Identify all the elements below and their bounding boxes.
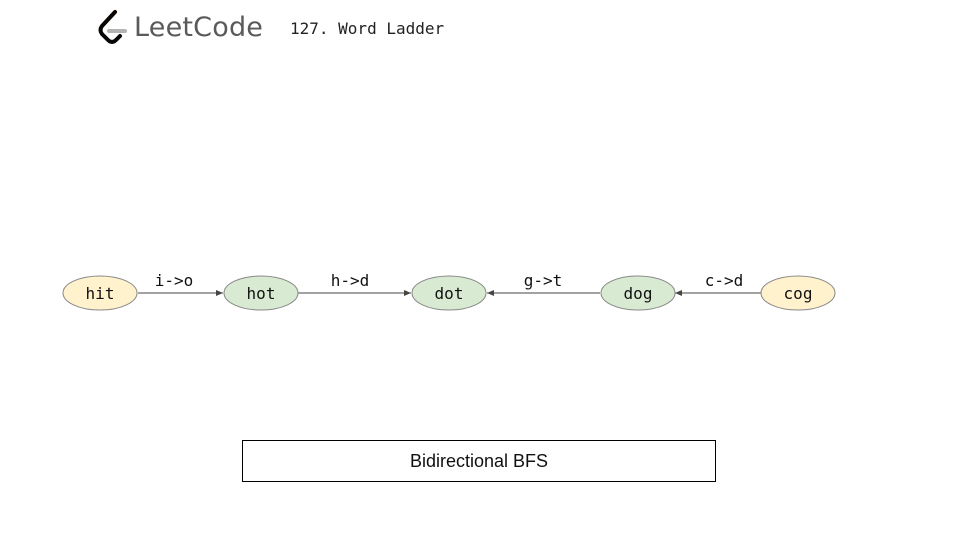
- caption-box: Bidirectional BFS: [242, 440, 716, 482]
- leetcode-logo-icon: [98, 10, 127, 44]
- node-cog-shape: [760, 275, 836, 311]
- problem-title: 127. Word Ladder: [290, 19, 445, 38]
- edge-label-hot-dot: h->d: [331, 271, 370, 290]
- node-dot-label: dot: [435, 284, 464, 303]
- edge-label-dog-dot: g->t: [524, 271, 563, 290]
- node-hit-label: hit: [86, 284, 115, 303]
- node-hit-shape: [62, 275, 138, 311]
- node-hit: hit: [62, 275, 138, 311]
- edge-label-hit-hot: i->o: [155, 271, 194, 290]
- node-cog-label: cog: [784, 284, 813, 303]
- node-hot-shape: [223, 275, 299, 311]
- caption-text: Bidirectional BFS: [409, 450, 549, 471]
- node-cog: cog: [760, 275, 836, 311]
- node-dog-label: dog: [624, 284, 653, 303]
- node-dot: dot: [411, 275, 487, 311]
- node-hot-label: hot: [247, 284, 276, 303]
- node-hot: hot: [223, 275, 299, 311]
- node-dot-shape: [411, 275, 487, 311]
- node-dog-shape: [600, 275, 676, 311]
- logo-text: LeetCode: [134, 12, 264, 43]
- node-dog: dog: [600, 275, 676, 311]
- edge-label-cog-dog: c->d: [705, 271, 744, 290]
- leetcode-logo: LeetCode: [96, 8, 268, 48]
